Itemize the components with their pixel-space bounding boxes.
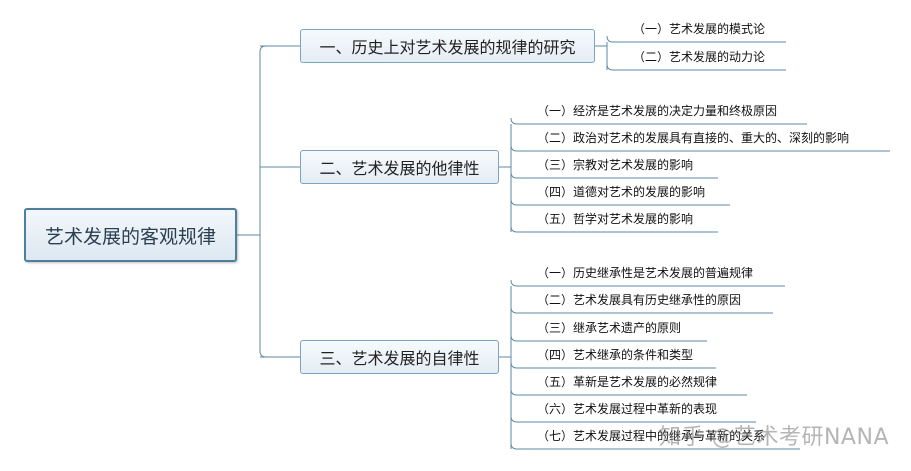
leaf-underline: [510, 415, 756, 423]
leaf-underline: [510, 361, 716, 369]
leaf-node[interactable]: （二）艺术发展具有历史继承性的原因: [537, 293, 742, 307]
leaf-node[interactable]: （七）艺术发展过程中的继承与革新的关系: [537, 429, 766, 443]
leaf-node[interactable]: （一）历史继承性是艺术发展的普遍规律: [537, 266, 754, 280]
leaf-underline: [510, 144, 890, 152]
leaf-underline: [510, 388, 747, 396]
leaf-node[interactable]: （二）艺术发展的动力论: [633, 50, 766, 64]
leaf-node[interactable]: （三）继承艺术遗产的原则: [537, 321, 682, 335]
leaf-underline: [510, 198, 730, 206]
leaf-node[interactable]: （二）政治对艺术的发展具有直接的、重大的、深刻的影响: [537, 131, 850, 145]
leaf-node[interactable]: （五）哲学对艺术发展的影响: [537, 212, 694, 226]
leaf-underline: [510, 117, 807, 125]
leaf-underline: [510, 442, 800, 450]
leaf-node[interactable]: （三）宗教对艺术发展的影响: [537, 158, 694, 172]
branch-node-heteronomy[interactable]: 二、艺术发展的他律性: [300, 150, 499, 184]
branch-node-autonomy[interactable]: 三、艺术发展的自律性: [300, 340, 499, 374]
leaf-node[interactable]: （一）艺术发展的模式论: [633, 22, 766, 36]
leaf-node[interactable]: （五）革新是艺术发展的必然规律: [537, 375, 718, 389]
leaf-node[interactable]: （四）道德对艺术的发展的影响: [537, 185, 706, 199]
leaf-underline: [510, 306, 773, 314]
leaf-underline: [510, 171, 718, 179]
watermark: 知乎 @艺术考研NANA: [658, 425, 889, 450]
root-node[interactable]: 艺术发展的客观规律: [24, 208, 237, 262]
leaf-node[interactable]: （一）经济是艺术发展的决定力量和终极原因: [537, 104, 778, 118]
leaf-node[interactable]: （六）艺术发展过程中革新的表现: [537, 402, 718, 416]
leaf-underline: [606, 63, 786, 71]
leaf-underline: [510, 225, 718, 233]
leaf-underline: [510, 334, 707, 342]
leaf-underline: [606, 35, 786, 43]
branch-node-history[interactable]: 一、历史上对艺术发展的规律的研究: [300, 29, 595, 63]
leaf-node[interactable]: （四）艺术继承的条件和类型: [537, 348, 694, 362]
leaf-underline: [510, 279, 785, 287]
trunk-line: [259, 45, 267, 358]
